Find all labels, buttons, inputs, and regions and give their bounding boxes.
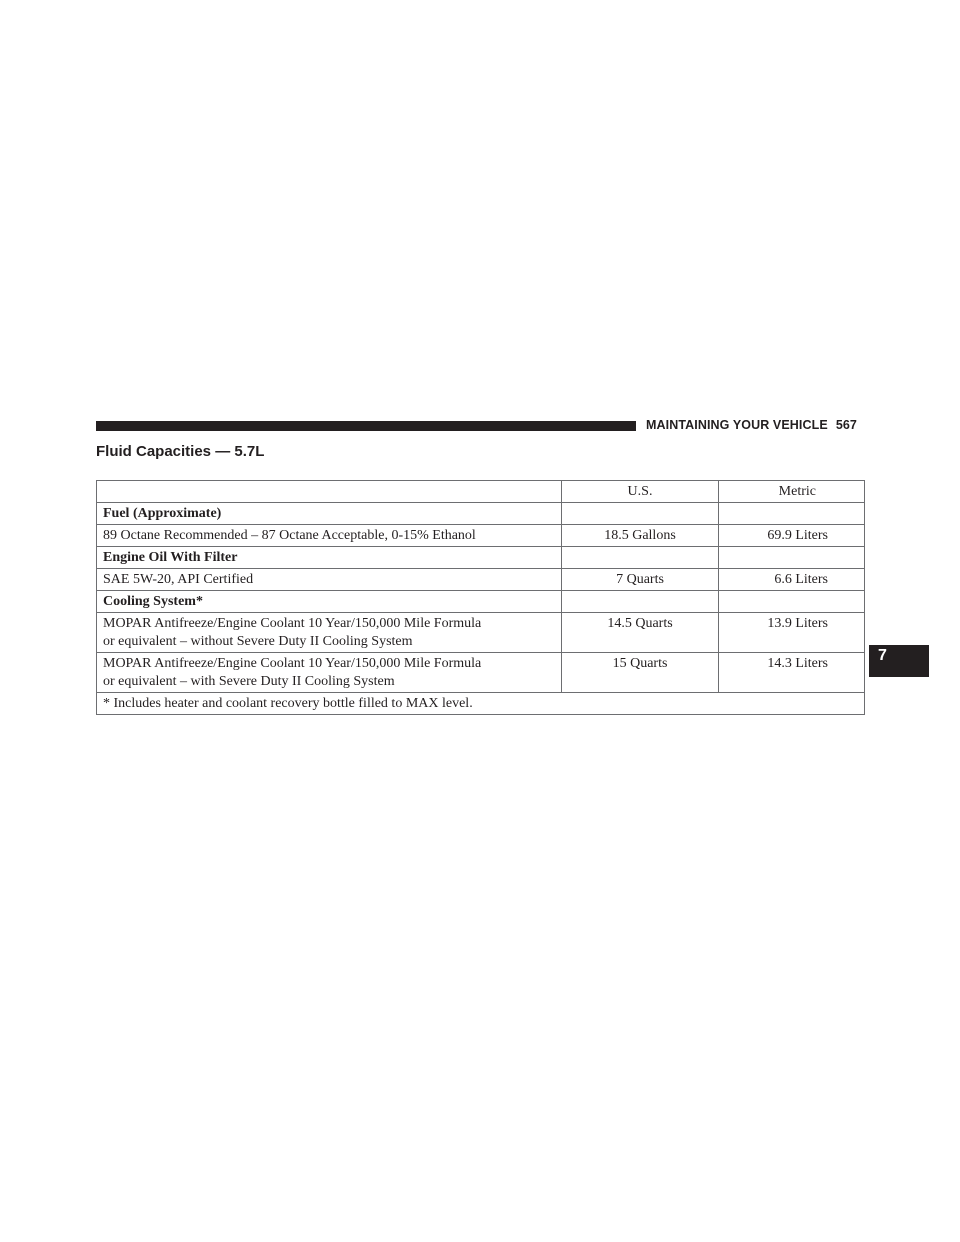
column-header-description (96, 480, 562, 503)
section-title: Fluid Capacities — 5.7L (96, 443, 265, 460)
fluid-capacities-table: U.S. Metric Fuel (Approximate) 89 Octane… (96, 480, 865, 715)
row-label: MOPAR Antifreeze/Engine Coolant 10 Year/… (96, 652, 562, 693)
row-metric-value (718, 502, 865, 525)
row-us-value: 18.5 Gallons (561, 524, 719, 547)
row-metric-value: 69.9 Liters (718, 524, 865, 547)
row-us-value: 15 Quarts (561, 652, 719, 693)
table-row: Engine Oil With Filter (96, 546, 865, 569)
row-label-line: or equivalent – without Severe Duty II C… (103, 634, 413, 649)
running-header: MAINTAINING YOUR VEHICLE 567 (646, 418, 857, 432)
table-row: MOPAR Antifreeze/Engine Coolant 10 Year/… (96, 652, 865, 693)
row-label: Engine Oil With Filter (96, 546, 562, 569)
table-row: SAE 5W-20, API Certified 7 Quarts 6.6 Li… (96, 568, 865, 591)
chapter-tab: 7 (869, 645, 929, 677)
row-metric-value: 6.6 Liters (718, 568, 865, 591)
row-label: Fuel (Approximate) (96, 502, 562, 525)
table-footnote-row: * Includes heater and coolant recovery b… (96, 692, 865, 715)
row-label-line: MOPAR Antifreeze/Engine Coolant 10 Year/… (103, 656, 482, 671)
table-row: Cooling System* (96, 590, 865, 613)
table-row: MOPAR Antifreeze/Engine Coolant 10 Year/… (96, 612, 865, 653)
row-us-value (561, 546, 719, 569)
row-us-value: 7 Quarts (561, 568, 719, 591)
table-header-row: U.S. Metric (96, 480, 865, 503)
table-row: Fuel (Approximate) (96, 502, 865, 525)
header-rule (96, 421, 636, 431)
chapter-tab-number: 7 (878, 647, 887, 664)
row-metric-value: 13.9 Liters (718, 612, 865, 653)
column-header-us: U.S. (561, 480, 719, 503)
row-label: SAE 5W-20, API Certified (96, 568, 562, 591)
row-us-value: 14.5 Quarts (561, 612, 719, 653)
row-metric-value (718, 590, 865, 613)
row-metric-value (718, 546, 865, 569)
row-label: 89 Octane Recommended – 87 Octane Accept… (96, 524, 562, 547)
table-row: 89 Octane Recommended – 87 Octane Accept… (96, 524, 865, 547)
running-header-section: MAINTAINING YOUR VEHICLE (646, 418, 828, 432)
page-number: 567 (835, 418, 857, 432)
table-footnote: * Includes heater and coolant recovery b… (96, 692, 865, 715)
column-header-metric: Metric (718, 480, 865, 503)
row-label-line: MOPAR Antifreeze/Engine Coolant 10 Year/… (103, 616, 482, 631)
row-us-value (561, 502, 719, 525)
row-metric-value: 14.3 Liters (718, 652, 865, 693)
row-label-line: or equivalent – with Severe Duty II Cool… (103, 674, 395, 689)
row-label: MOPAR Antifreeze/Engine Coolant 10 Year/… (96, 612, 562, 653)
row-label: Cooling System* (96, 590, 562, 613)
row-us-value (561, 590, 719, 613)
